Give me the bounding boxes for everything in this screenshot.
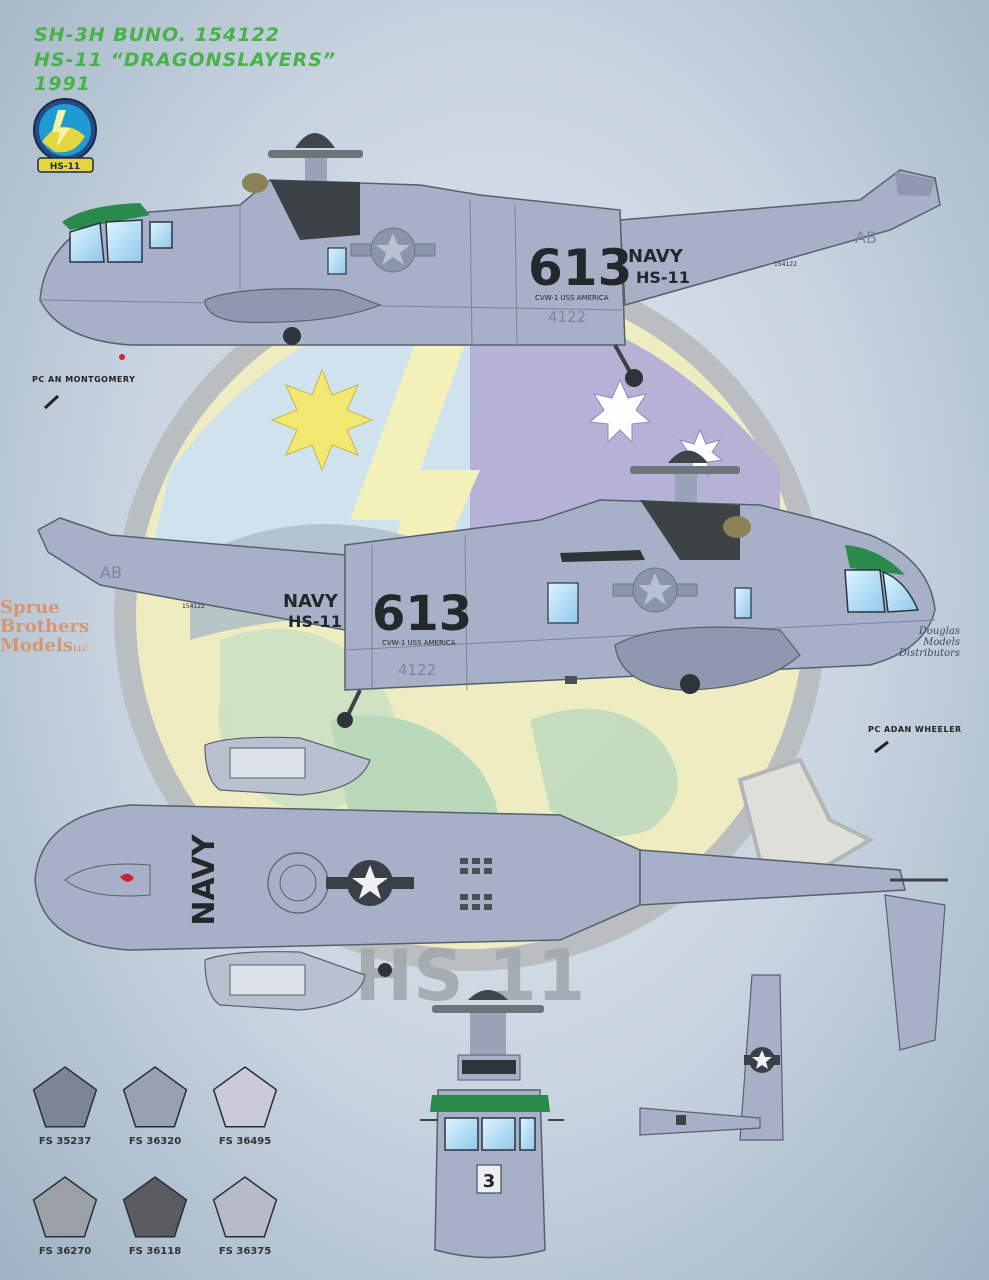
watermark-suffix: LLC: [72, 644, 89, 653]
wrench-icon: [874, 740, 889, 754]
fuselage-code-top: 4122: [548, 308, 586, 326]
color-swatch: [32, 1176, 98, 1238]
modex-mid: 613: [372, 586, 472, 642]
swatch-label: FS 36270: [38, 1246, 92, 1257]
photo-credit-top: PC AN MONTGOMERY: [32, 375, 136, 384]
watermark-line: Distributors: [898, 648, 960, 659]
navy-top: NAVY: [628, 246, 684, 267]
header-line-3: 1991: [34, 73, 91, 95]
watermark-line: Douglas: [918, 626, 960, 637]
watermark-line: Models: [0, 635, 73, 656]
color-swatch: [212, 1066, 278, 1128]
header-line-2: HS-11 “DRAGONSLAYERS”: [34, 49, 337, 71]
watermark-line: Sprue: [0, 597, 60, 618]
buno-mid: 154122: [182, 603, 205, 610]
swatch-label: FS 36118: [128, 1246, 182, 1257]
tail-rotor-pylon-view: [639, 974, 784, 1141]
badge-label: HS-11: [50, 162, 80, 172]
color-swatch: [212, 1176, 278, 1238]
photo-credit-middle: PC ADAN WHEELER: [868, 725, 962, 734]
helicopter-side-view-left: AB 613 NAVY HS-11 CVW-1 USS: [39, 133, 941, 387]
header-line-1: SH-3H BUNO. 154122: [34, 24, 280, 46]
helicopter-front-view: 3: [420, 990, 564, 1259]
color-swatch: [122, 1176, 188, 1238]
tail-code-mid: AB: [100, 563, 122, 582]
buno-top: 154122: [774, 261, 797, 268]
squadron-top: HS-11: [636, 268, 690, 287]
ship-top: CVW-1 USS AMERICA: [535, 294, 609, 302]
tail-code: AB: [855, 228, 877, 247]
color-swatch: [122, 1066, 188, 1128]
helicopter-top-view: NAVY: [34, 736, 948, 1051]
swatch-label: FS 36375: [218, 1246, 272, 1257]
modex-top: 613: [528, 239, 632, 297]
color-swatches: [32, 1066, 278, 1238]
squadron-badge: HS-11: [33, 98, 97, 173]
wrench-icon: [43, 394, 60, 410]
swatch-label: FS 35237: [38, 1136, 92, 1147]
swatch-label: FS 36320: [128, 1136, 182, 1147]
ship-mid: CVW-1 USS AMERICA: [382, 639, 456, 647]
color-swatch: [32, 1066, 98, 1128]
watermark-line: Models: [923, 637, 960, 648]
squadron-mid: HS-11: [288, 612, 342, 631]
watermark-line: Brothers: [0, 616, 90, 637]
watermark-douglas-models: Douglas Models Distributors: [870, 626, 960, 659]
navy-mid: NAVY: [283, 591, 339, 612]
helicopter-side-view-right: AB 613 NAVY HS-11 CVW-1 USS AMERICA 4122…: [37, 450, 936, 728]
emblem-text: HS 11: [355, 935, 586, 1017]
fuselage-code-mid: 4122: [398, 661, 436, 679]
swatch-label: FS 36495: [218, 1136, 272, 1147]
nose-number: 3: [483, 1171, 496, 1192]
navy-top-view: NAVY: [187, 833, 222, 926]
watermark-sprue-brothers: Sprue Brothers ModelsLLC: [0, 598, 89, 658]
